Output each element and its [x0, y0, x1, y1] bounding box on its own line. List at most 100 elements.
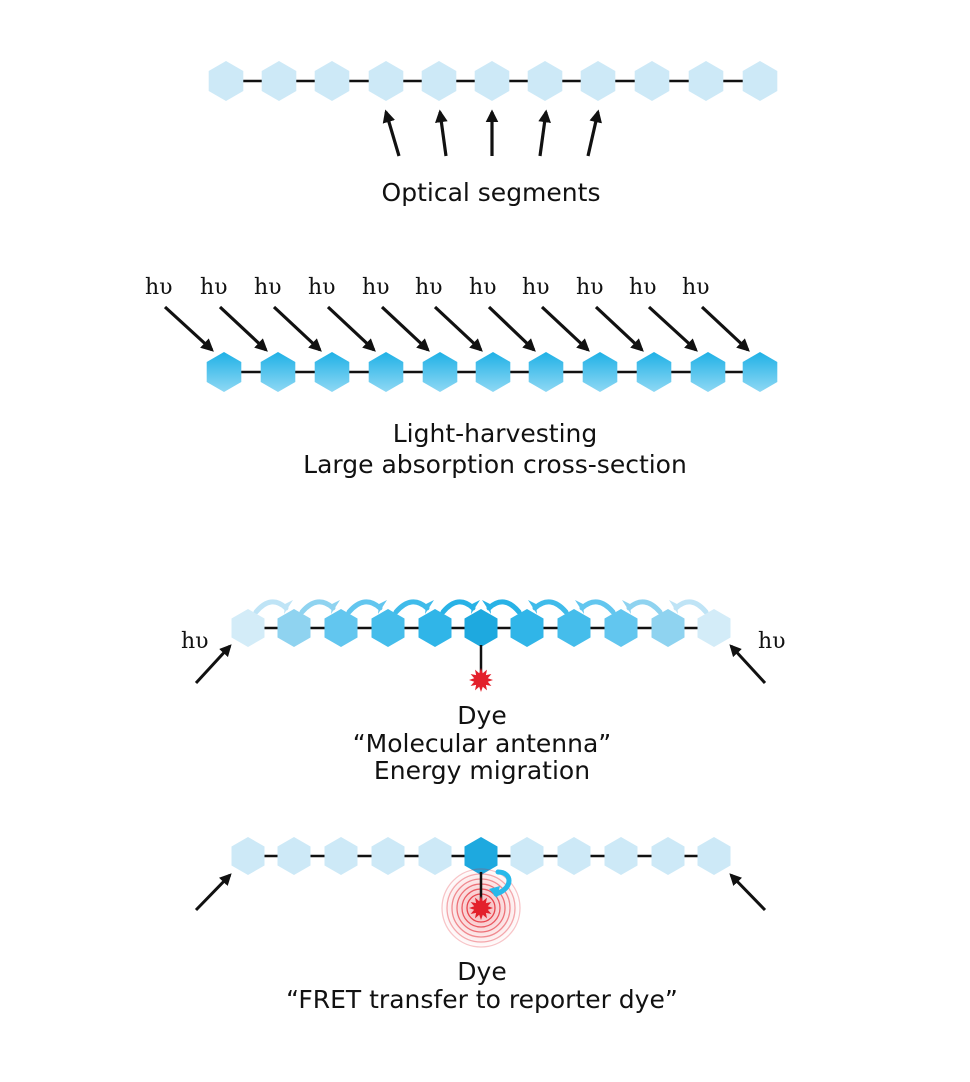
monomer-hexagon: [260, 352, 296, 392]
fret-panel: Dye “FRET transfer to reporter dye”: [194, 837, 767, 1014]
monomer-hexagon: [697, 837, 731, 875]
photon-arrow: [540, 305, 590, 352]
energy-hop-arrowhead: [622, 600, 631, 614]
monomer-hexagon: [368, 352, 404, 392]
monomer-hexagon: [231, 837, 265, 875]
photon-arrow: [380, 305, 430, 352]
energy-hop-arrowhead: [378, 600, 387, 614]
monomer-hexagon: [742, 352, 778, 392]
dye-star-icon-fret: [469, 896, 493, 920]
photon-label: hυ: [682, 275, 710, 300]
photon-arrow-left: [194, 644, 232, 685]
monomer-hexagon: [371, 609, 405, 647]
fret-caption-line2: “FRET transfer to reporter dye”: [286, 985, 678, 1014]
photon-arrow: [326, 305, 376, 352]
photon-label: hυ: [469, 275, 497, 300]
monomer-hexagon: [371, 837, 405, 875]
energy-hop-arrow: [346, 599, 383, 615]
harvesting-caption-line2: Large absorption cross-section: [303, 450, 687, 479]
monomer-hexagon: [651, 609, 685, 647]
monomer-hexagon: [418, 609, 452, 647]
monomer-hexagon: [475, 352, 511, 392]
energy-hop-arrow: [626, 599, 663, 615]
photon-label: hυ: [362, 275, 390, 300]
energy-hop-arrow: [393, 599, 430, 615]
photon-label: hυ: [629, 275, 657, 300]
monomer-hexagon: [206, 352, 242, 392]
segment-arrow: [435, 109, 448, 157]
polymer-chain-pale: [208, 61, 778, 101]
energy-hop-arrowhead: [284, 600, 293, 614]
photon-arrow-left-fret: [194, 873, 232, 912]
monomer-hexagon: [314, 61, 350, 101]
polymer-chain-fret: [231, 837, 731, 875]
energy-hop-arrowhead: [528, 600, 537, 614]
photon-label: hυ: [522, 275, 550, 300]
monomer-hexagon: [368, 61, 404, 101]
energy-hop-arrow: [673, 599, 709, 615]
emission-ring: [441, 868, 521, 948]
monomer-hexagon: [582, 352, 618, 392]
photon-label-left: hυ: [181, 629, 209, 654]
monomer-hexagon: [208, 61, 244, 101]
optical-segments-panel: Optical segments: [208, 61, 778, 207]
fret-caption-line1: Dye: [457, 957, 506, 986]
monomer-hexagon: [418, 837, 452, 875]
energy-hop-arrow: [440, 599, 476, 615]
photon-arrow: [487, 305, 536, 352]
photon-label: hυ: [200, 275, 228, 300]
photon-arrow: [433, 305, 483, 352]
monomer-hexagon: [324, 837, 358, 875]
monomer-hexagon: [474, 61, 510, 101]
energy-hop-arrowhead: [669, 600, 678, 614]
antenna-caption-line1: Dye: [457, 701, 506, 730]
fret-arrowhead-icon: [489, 886, 500, 898]
fret-transfer-arrow-icon: [493, 869, 512, 897]
monomer-hexagon: [261, 61, 297, 101]
monomer-hexagon: [528, 352, 564, 392]
monomer-hexagon: [314, 352, 350, 392]
photon-arrow: [218, 305, 268, 352]
photon-arrow: [272, 305, 322, 352]
polymer-chain-gradient: [231, 609, 731, 647]
energy-hop-arrowhead: [482, 600, 491, 614]
photon-arrow-right: [729, 644, 767, 685]
photon-label: hυ: [576, 275, 604, 300]
photon-label: hυ: [145, 275, 173, 300]
monomer-hexagon: [464, 609, 498, 647]
photon-label: hυ: [415, 275, 443, 300]
monomer-hexagon: [277, 837, 311, 875]
energy-hop-arrowhead: [331, 600, 340, 614]
photon-arrow: [594, 305, 644, 352]
harvesting-caption-line1: Light-harvesting: [393, 419, 598, 448]
monomer-hexagon: [690, 352, 726, 392]
energy-hop-arrowhead: [575, 600, 584, 614]
energy-hop-arrowhead: [425, 600, 434, 614]
energy-hop-arrow: [579, 599, 616, 615]
energy-hop-arrow: [299, 599, 336, 615]
optical-segments-caption: Optical segments: [382, 178, 601, 207]
energy-hop-arrow: [486, 599, 522, 615]
monomer-hexagon: [464, 837, 498, 875]
monomer-hexagon: [604, 837, 638, 875]
antenna-caption-line3: Energy migration: [374, 756, 590, 785]
monomer-hexagon: [697, 609, 731, 647]
energy-hop-arrow: [253, 599, 289, 615]
segment-arrow: [382, 109, 401, 157]
monomer-hexagon: [688, 61, 724, 101]
molecular-antenna-panel: hυ hυ Dye “Molecular antenna” Energy mig…: [181, 599, 786, 785]
segment-arrow: [538, 109, 551, 157]
monomer-hexagon: [557, 837, 591, 875]
energy-hop-arrowhead: [471, 600, 480, 614]
monomer-hexagon: [636, 352, 672, 392]
dye-star-icon: [469, 668, 493, 692]
antenna-caption-line2: “Molecular antenna”: [353, 729, 612, 758]
photon-label: hυ: [308, 275, 336, 300]
monomer-hexagon: [324, 609, 358, 647]
monomer-hexagon: [422, 352, 458, 392]
monomer-hexagon: [527, 61, 563, 101]
